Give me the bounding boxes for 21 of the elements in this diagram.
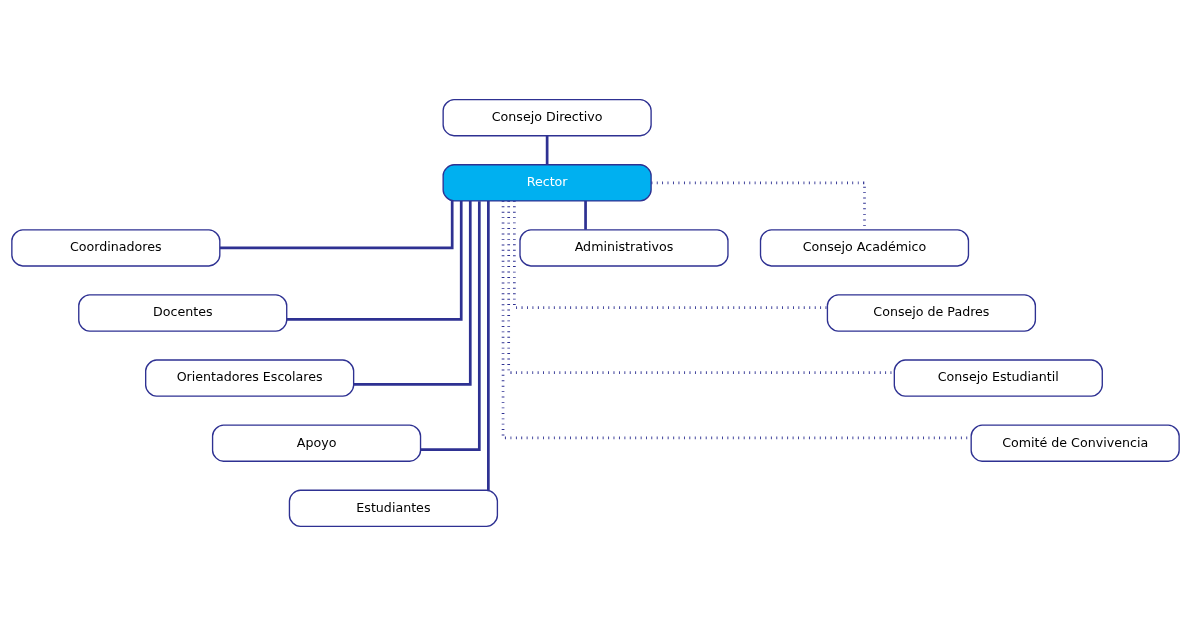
connector xyxy=(286,200,463,321)
node-box: Docentes xyxy=(78,293,288,332)
node-box: Rector xyxy=(442,163,652,202)
node-box: Coordinadores xyxy=(11,228,221,267)
connector xyxy=(219,200,454,249)
connector xyxy=(513,200,828,309)
connector xyxy=(420,200,481,451)
node-box: Consejo de Padres xyxy=(826,293,1037,332)
connector xyxy=(501,200,971,439)
node-box: Comité de Convivencia xyxy=(970,423,1180,462)
node-box: Orientadores Escolares xyxy=(145,358,355,397)
connector xyxy=(487,200,490,490)
node-box: Estudiantes xyxy=(288,489,499,527)
node-box: Consejo Directivo xyxy=(442,98,652,136)
node-box: Apoyo xyxy=(211,423,422,462)
connector xyxy=(545,135,549,165)
node-box: Consejo Académico xyxy=(759,228,970,267)
node-box: Administrativos xyxy=(519,228,729,267)
node-box: Consejo Estudiantil xyxy=(893,358,1103,397)
connector xyxy=(353,200,472,386)
connector xyxy=(584,200,587,230)
